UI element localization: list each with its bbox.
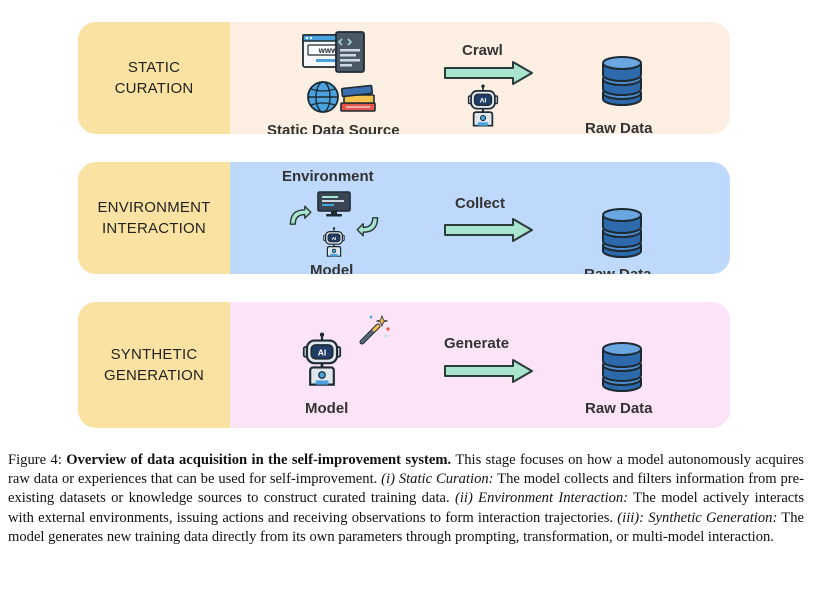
panel-static-curation: STATIC CURATION www bbox=[78, 22, 730, 134]
robot-icon: AI bbox=[466, 82, 500, 132]
model-label: Model bbox=[305, 400, 349, 417]
static-data-source-label: Static Data Source bbox=[267, 122, 400, 134]
robot-badge-text: AI bbox=[332, 236, 337, 242]
caption-static-label: (i) Static Curation: bbox=[381, 471, 494, 488]
label-line-2: INTERACTION bbox=[102, 220, 206, 237]
label-line-2: GENERATION bbox=[103, 367, 205, 384]
caption-static-text: The model collects and filters informati… bbox=[8, 471, 804, 507]
robot-badge-text: AI bbox=[318, 348, 327, 358]
label-line-2: CURATION bbox=[114, 80, 194, 97]
environment-label: Environment bbox=[282, 168, 374, 185]
database-icon bbox=[600, 204, 644, 260]
robot-badge-text: AI bbox=[480, 98, 487, 105]
caption-intro: This stage focuses on how a model autono… bbox=[8, 452, 804, 488]
www-text: www bbox=[318, 46, 338, 55]
static-curation-content: www Static Data Source Crawl bbox=[230, 22, 730, 134]
panel-synthetic-generation: SYNTHETIC GENERATION AI Model Generate R… bbox=[78, 302, 730, 428]
robot-icon: AI bbox=[322, 226, 346, 260]
collect-arrow bbox=[443, 217, 535, 243]
raw-data-label: Raw Data bbox=[584, 266, 652, 274]
environment-interaction-content: Environment AI Model Collect Raw Data bbox=[230, 162, 730, 274]
synthetic-generation-content: AI Model Generate Raw Data bbox=[230, 302, 730, 428]
cycle-arrow-right-icon bbox=[356, 212, 380, 238]
figure-caption: Figure 4: Overview of data acquisition i… bbox=[8, 451, 804, 547]
globe-icon bbox=[307, 81, 339, 113]
caption-synthetic-text: The model generates new training data di… bbox=[8, 509, 804, 545]
generate-label: Generate bbox=[444, 335, 510, 352]
panel-environment-interaction: ENVIRONMENT INTERACTION Environment AI M… bbox=[78, 162, 730, 274]
database-icon bbox=[600, 338, 644, 394]
robot-icon: AI bbox=[300, 332, 344, 390]
collect-label: Collect bbox=[455, 195, 506, 212]
label-line-1: ENVIRONMENT bbox=[97, 199, 211, 216]
crawl-label: Crawl bbox=[462, 42, 503, 59]
raw-data-label: Raw Data bbox=[585, 400, 653, 417]
caption-title: Overview of data acquisition in the self… bbox=[66, 452, 452, 468]
cycle-arrow-left-icon bbox=[288, 204, 312, 230]
generate-arrow bbox=[443, 358, 535, 384]
model-label: Model bbox=[310, 262, 354, 274]
caption-synthetic-label: (iii): Synthetic Generation: bbox=[617, 509, 778, 526]
monitor-icon bbox=[317, 191, 351, 217]
code-document-icon bbox=[335, 31, 365, 73]
raw-data-label: Raw Data bbox=[585, 120, 653, 134]
synthetic-generation-label: SYNTHETIC GENERATION bbox=[78, 302, 230, 428]
label-line-1: SYNTHETIC bbox=[110, 346, 198, 363]
caption-environment-label: (ii) Environment Interaction: bbox=[455, 490, 629, 507]
environment-interaction-label: ENVIRONMENT INTERACTION bbox=[78, 162, 230, 274]
magic-wand-icon bbox=[359, 314, 390, 345]
caption-environment-text: The model actively interacts with extern… bbox=[8, 490, 805, 526]
database-icon bbox=[600, 52, 644, 108]
figure-number: Figure 4: bbox=[8, 452, 62, 468]
label-line-1: STATIC bbox=[127, 59, 181, 76]
static-curation-label: STATIC CURATION bbox=[78, 22, 230, 134]
books-icon bbox=[340, 84, 376, 112]
